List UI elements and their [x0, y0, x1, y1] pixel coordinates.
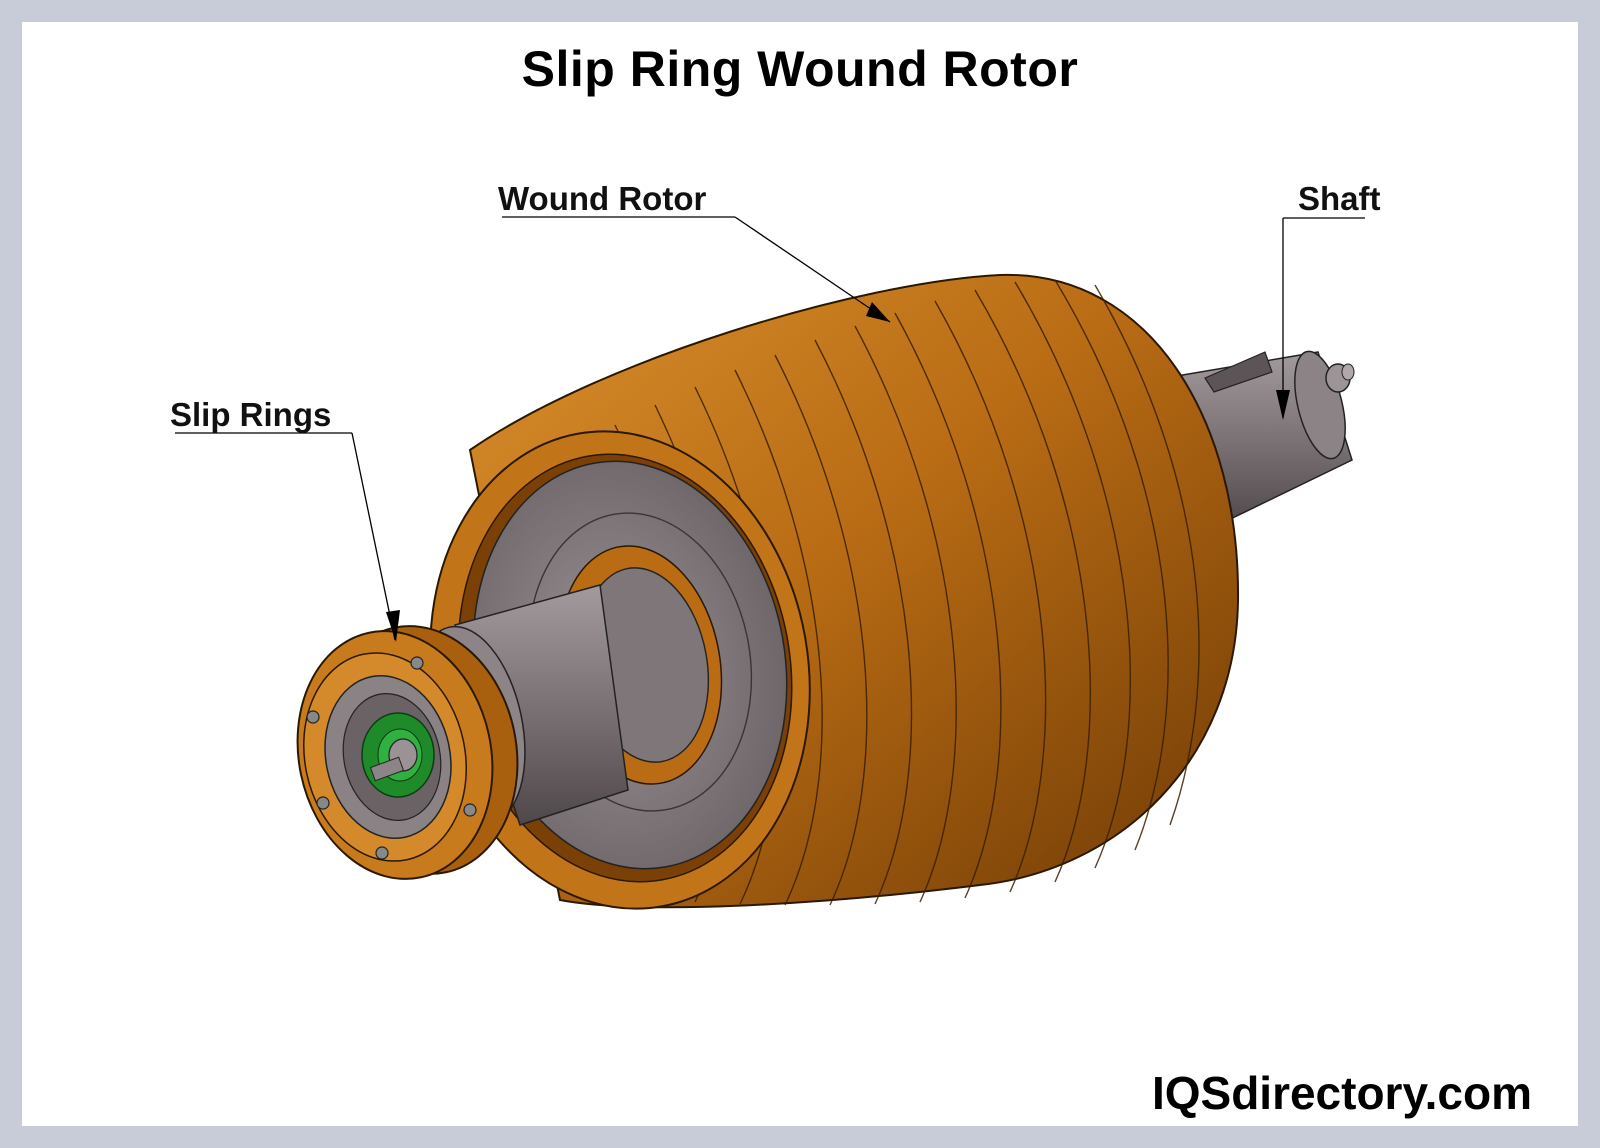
- label-shaft: Shaft: [1298, 180, 1381, 217]
- diagram-title: Slip Ring Wound Rotor: [521, 41, 1079, 97]
- slip-rings: [296, 625, 519, 880]
- label-slip-rings: Slip Rings: [170, 396, 332, 433]
- leader-line-slip-rings: [175, 432, 400, 642]
- watermark-brand: IQSdirectory.com: [1151, 1067, 1532, 1119]
- leader-line-wound-rotor: [502, 216, 891, 323]
- leader-line-shaft: [1276, 217, 1365, 420]
- label-wound-rotor: Wound Rotor: [498, 180, 707, 217]
